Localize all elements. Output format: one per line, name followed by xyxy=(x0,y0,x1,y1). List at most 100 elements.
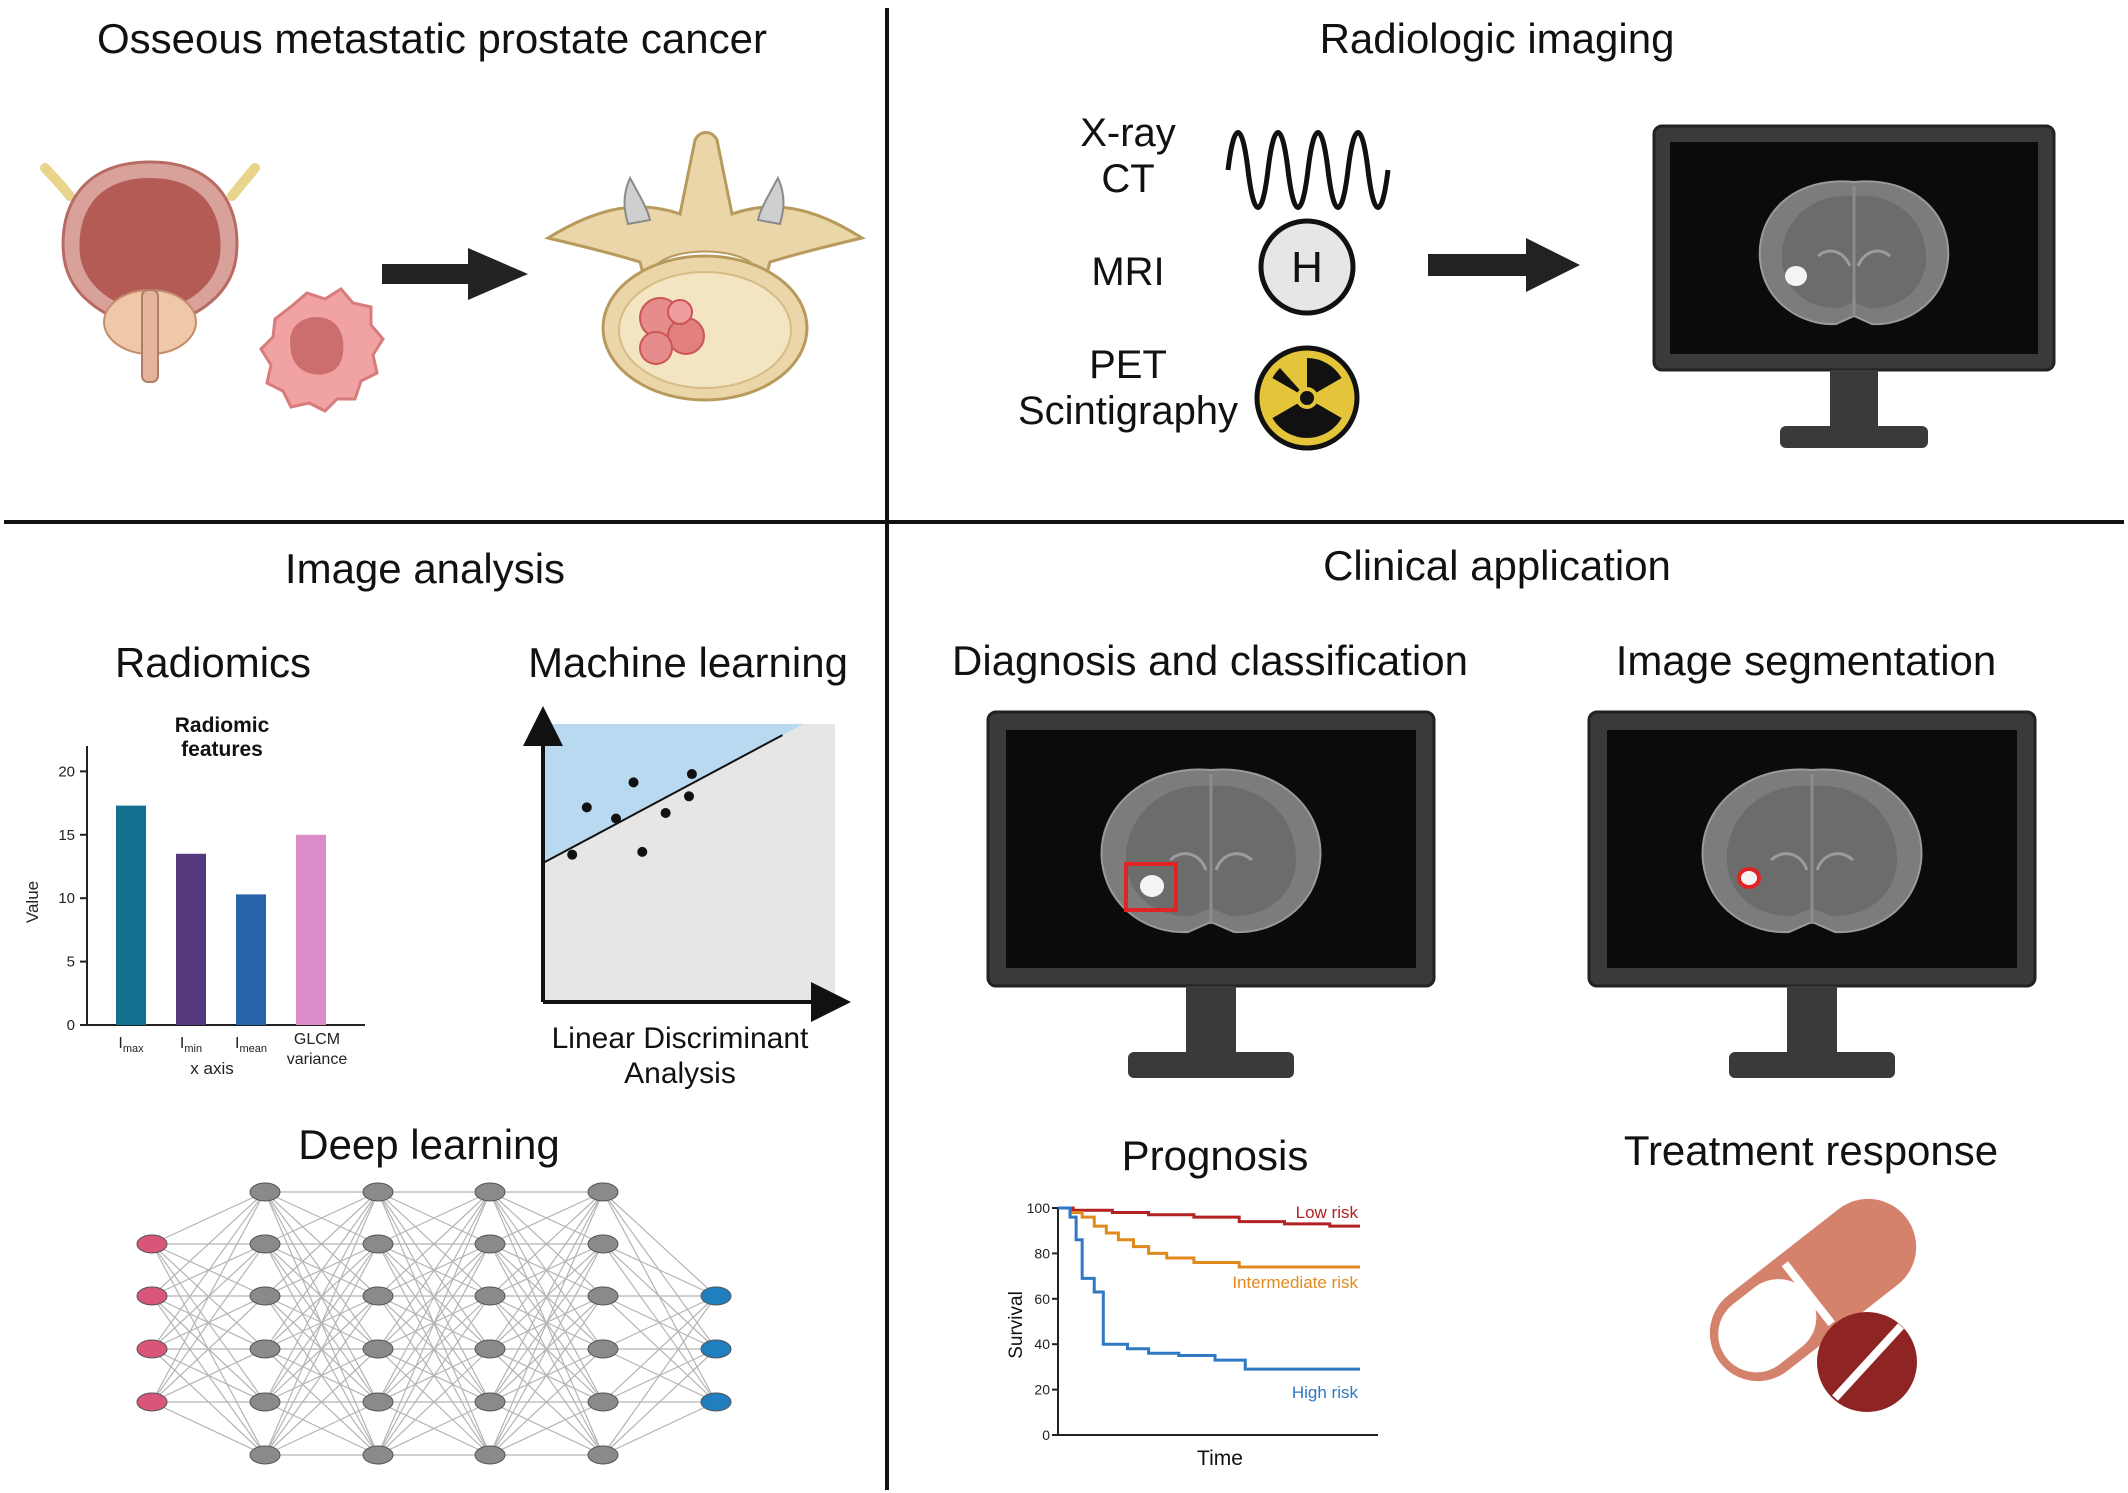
bar-chart-y-label: Value xyxy=(23,881,42,923)
arrow-to-monitor xyxy=(1428,238,1580,292)
nn-connection xyxy=(377,1191,491,1350)
lda-decision-boundary xyxy=(542,734,783,864)
bar-2 xyxy=(236,894,266,1025)
nn-connection xyxy=(377,1191,491,1297)
nn-connection xyxy=(151,1191,266,1245)
nn-connection xyxy=(377,1191,491,1403)
nn-connection xyxy=(151,1243,266,1403)
nn-hidden-node xyxy=(249,1286,281,1306)
nn-input-node xyxy=(136,1392,168,1412)
subtitle-radiomics: Radiomics xyxy=(115,639,311,686)
nn-connection xyxy=(264,1191,379,1297)
nn-connection xyxy=(264,1191,379,1350)
subtitle-prognosis: Prognosis xyxy=(1122,1132,1309,1179)
nn-connection xyxy=(264,1191,379,1403)
bar-chart-y-tick-label: 15 xyxy=(58,827,75,844)
subtitle-deep-learning: Deep learning xyxy=(298,1121,560,1168)
label-xray: X-ray xyxy=(1080,111,1176,155)
survival-y-tick-label: 40 xyxy=(1034,1336,1050,1352)
bar-category-label: GLCM xyxy=(294,1031,340,1048)
nn-connection xyxy=(151,1295,266,1403)
nn-hidden-node xyxy=(362,1392,394,1412)
lda-data-point xyxy=(628,777,639,788)
nn-connection xyxy=(489,1191,604,1350)
subtitle-machine-learning: Machine learning xyxy=(528,639,848,686)
nn-hidden-node xyxy=(362,1234,394,1254)
nn-connection xyxy=(151,1348,266,1403)
survival-curve-0 xyxy=(1058,1206,1360,1228)
lda-data-point xyxy=(637,846,648,857)
lda-data-point xyxy=(660,807,671,818)
bar-1 xyxy=(176,853,206,1025)
pill-capsule-icon xyxy=(1709,1198,1917,1382)
detection-box xyxy=(1124,862,1178,912)
survival-y-tick-label: 80 xyxy=(1034,1245,1050,1261)
nn-connection xyxy=(489,1191,604,1245)
survival-y-tick-label: 0 xyxy=(1042,1427,1050,1443)
survival-y-tick-label: 20 xyxy=(1034,1382,1050,1398)
nn-connection xyxy=(151,1191,266,1403)
nn-connection xyxy=(377,1401,491,1456)
bar-category-label: Imax xyxy=(118,1035,144,1055)
nn-hidden-node xyxy=(587,1392,619,1412)
survival-series-label: Intermediate risk xyxy=(1232,1273,1358,1292)
nn-connection xyxy=(489,1401,604,1456)
lda-data-point xyxy=(567,849,578,860)
nn-hidden-node xyxy=(587,1286,619,1306)
nn-connection xyxy=(264,1191,379,1456)
nn-hidden-node xyxy=(362,1339,394,1359)
nn-hidden-node xyxy=(362,1445,394,1465)
lda-label-line1: Linear Discriminant xyxy=(552,1022,809,1055)
bar-category-label: Imean xyxy=(235,1035,267,1055)
nn-input-node xyxy=(136,1286,168,1306)
nn-hidden-node xyxy=(474,1445,506,1465)
bar-0 xyxy=(116,805,146,1025)
nn-connection xyxy=(602,1243,717,1297)
panel-title-clinical: Clinical application xyxy=(1323,542,1671,589)
lda-label-line2: Analysis xyxy=(624,1057,736,1090)
nn-connection xyxy=(489,1191,604,1456)
nn-connection xyxy=(489,1191,604,1297)
nn-hidden-node xyxy=(587,1182,619,1202)
nn-connection xyxy=(489,1348,604,1456)
nn-connection xyxy=(377,1191,491,1245)
nn-connection xyxy=(602,1401,717,1456)
lda-scatter-plot: Linear Discriminant Analysis xyxy=(523,706,851,1090)
prostate-bladder-illustration xyxy=(40,160,260,383)
nn-connection xyxy=(264,1191,379,1245)
lda-data-point xyxy=(686,769,697,780)
survival-curve-1 xyxy=(1058,1206,1360,1269)
nn-connection xyxy=(377,1348,491,1456)
mri-hydrogen-icon: H xyxy=(1258,218,1356,316)
nn-connection xyxy=(151,1191,266,1350)
nn-hidden-node xyxy=(362,1182,394,1202)
nn-hidden-node xyxy=(587,1234,619,1254)
survival-series-label: Low risk xyxy=(1296,1203,1359,1222)
nn-output-node xyxy=(700,1339,732,1359)
nn-hidden-node xyxy=(587,1339,619,1359)
bar-chart-y-tick-label: 20 xyxy=(58,763,75,780)
bar-chart-y-tick-label: 5 xyxy=(67,954,75,971)
nn-hidden-node xyxy=(249,1182,281,1202)
panel-title-image-analysis: Image analysis xyxy=(285,545,565,592)
nn-connection xyxy=(264,1401,379,1456)
survival-x-label: Time xyxy=(1197,1447,1243,1470)
lda-data-point xyxy=(611,813,621,824)
panel-title-radiologic: Radiologic imaging xyxy=(1320,15,1675,62)
nn-connection xyxy=(489,1243,604,1456)
subtitle-segmentation: Image segmentation xyxy=(1616,637,1997,684)
nn-hidden-node xyxy=(249,1392,281,1412)
segmented-lesion xyxy=(1737,867,1761,889)
monitor-segmentation xyxy=(1587,710,2037,1078)
nn-output-node xyxy=(700,1392,732,1412)
monitor-top xyxy=(1652,124,2056,448)
nn-hidden-node xyxy=(249,1234,281,1254)
survival-y-tick-label: 100 xyxy=(1027,1200,1051,1216)
nn-connection xyxy=(377,1243,491,1456)
bar-chart-x-label: x axis xyxy=(190,1059,233,1078)
radiation-hazard-icon xyxy=(1254,345,1360,451)
mri-symbol-text: H xyxy=(1291,243,1323,292)
